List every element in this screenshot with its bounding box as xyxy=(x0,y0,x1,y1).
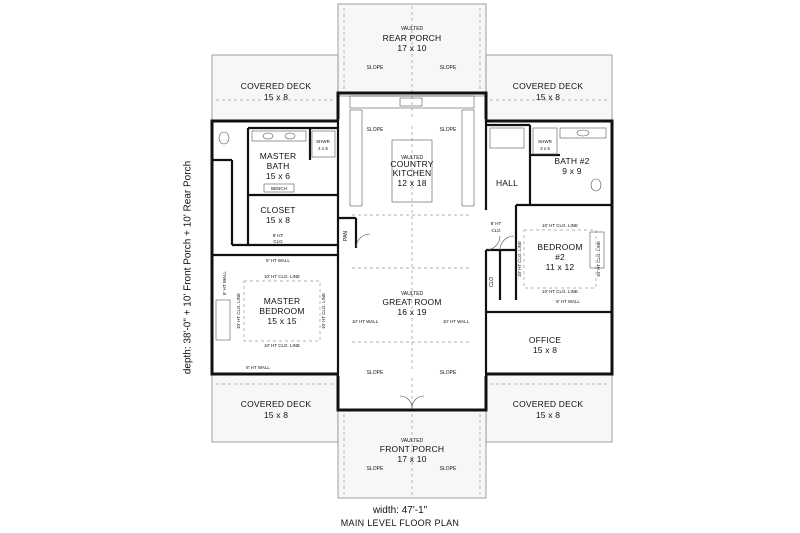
annotations: SLOPE SLOPE SLOPE SLOPE SLOPE SLOPE SLOP… xyxy=(222,65,601,472)
slope-label: SLOPE xyxy=(440,466,457,472)
clg-8-hall-l1: 8' HT xyxy=(491,221,502,226)
covered-deck-ne-name: COVERED DECK xyxy=(513,81,584,91)
exterior-decks xyxy=(211,3,613,499)
great-room-name: GREAT ROOM xyxy=(382,297,441,307)
covered-deck-sw-dims: 15 x 8 xyxy=(264,410,288,420)
office-dims: 15 x 8 xyxy=(533,345,557,355)
slope-label: SLOPE xyxy=(367,466,384,472)
hall-name: HALL xyxy=(496,178,518,188)
clg-8-master-l2: CLG xyxy=(273,239,283,244)
closet-clo-label: CLO xyxy=(489,277,495,287)
great-room-vaulted: VAULTED xyxy=(401,291,424,297)
exterior-walls xyxy=(210,91,614,412)
front-porch-vaulted: VAULTED xyxy=(401,438,424,444)
covered-deck-sw-name: COVERED DECK xyxy=(241,399,312,409)
slope-label: SLOPE xyxy=(440,370,457,376)
master-toilet xyxy=(218,131,230,145)
master-shower-dims: 4 x 6 xyxy=(318,146,328,151)
slope-label: SLOPE xyxy=(367,127,384,133)
clg-10-master-left: 10' HT CLG. LINE xyxy=(236,293,241,329)
bench-label: BENCH xyxy=(271,186,287,191)
covered-deck-ne-area xyxy=(485,54,613,122)
front-porch-area xyxy=(337,409,487,499)
clg-10-bed2-bottom: 10' HT CLG. LINE xyxy=(542,289,578,294)
clg-10-bed2-left: 10' HT CLG. LINE xyxy=(517,241,522,277)
clg-10-master-top: 10' HT CLG. LINE xyxy=(264,274,300,279)
plan-title: MAIN LEVEL FLOOR PLAN xyxy=(340,518,460,528)
master-bath-line2: BATH xyxy=(267,161,290,171)
covered-deck-se-dims: 15 x 8 xyxy=(536,410,560,420)
bath2-shower xyxy=(532,127,558,155)
covered-deck-nw-name: COVERED DECK xyxy=(241,81,312,91)
bedroom2-dims: 11 x 12 xyxy=(546,262,575,272)
great-room-dims: 16 x 19 xyxy=(397,307,426,317)
bath2-shower-label: SHWR xyxy=(538,139,552,144)
front-porch-dims: 17 x 10 xyxy=(397,454,426,464)
bath2-shower-dims: 3 x 5 xyxy=(540,146,550,151)
wall-10-gr-right: 10' HT WALL xyxy=(443,319,470,324)
bath2-dims: 9 x 9 xyxy=(562,166,582,176)
interior-walls xyxy=(212,93,612,374)
master-bedroom-line1: MASTER xyxy=(264,296,301,306)
kitchen-line3: KITCHEN xyxy=(393,168,432,178)
kitchen-sink xyxy=(399,97,423,107)
front-porch-name: FRONT PORCH xyxy=(380,444,444,454)
master-shower xyxy=(311,130,336,158)
kitchen-vaulted: VAULTED xyxy=(401,155,424,161)
clg-10-master-bottom: 10' HT CLG. LINE xyxy=(264,343,300,348)
office-name: OFFICE xyxy=(529,335,561,345)
room-labels: VAULTED REAR PORCH 17 x 10 COVERED DECK … xyxy=(241,26,590,464)
bedroom2-num: #2 xyxy=(555,252,565,262)
master-bath-line1: MASTER xyxy=(260,151,297,161)
clg-10-master-right: 10' HT CLG. LINE xyxy=(321,293,326,329)
width-dimension: width: 47'-1" xyxy=(372,505,428,516)
clg-10-bed2-right: 10' HT CLG. LINE xyxy=(596,241,601,277)
covered-deck-se-area xyxy=(485,373,613,443)
covered-deck-sw-area xyxy=(211,373,339,443)
master-bedroom-line2: BEDROOM xyxy=(259,306,304,316)
slope-label: SLOPE xyxy=(367,65,384,71)
wall-8-master-left: 8' HT WALL xyxy=(222,271,227,295)
kitchen-dims: 12 x 18 xyxy=(397,178,426,188)
covered-deck-ne-dims: 15 x 8 xyxy=(536,92,560,102)
rear-porch-dims: 17 x 10 xyxy=(397,43,426,53)
covered-deck-nw-dims: 15 x 8 xyxy=(264,92,288,102)
covered-deck-se-name: COVERED DECK xyxy=(513,399,584,409)
clg-10-bed2-top: 10' HT CLG. LINE xyxy=(542,223,578,228)
master-bath-dims: 15 x 6 xyxy=(266,171,290,181)
slope-label: SLOPE xyxy=(440,127,457,133)
wall-10-gr-left: 10' HT WALL xyxy=(352,319,379,324)
kitchen-island xyxy=(391,139,433,203)
ceiling-lines xyxy=(243,229,597,342)
closet-name: CLOSET xyxy=(260,205,295,215)
wall-8-bed2: 8' HT WALL xyxy=(556,299,580,304)
rear-porch-name: REAR PORCH xyxy=(383,33,442,43)
bath2-name: BATH #2 xyxy=(554,156,589,166)
master-shower-label: SHWR xyxy=(316,139,330,144)
bath2-vanity xyxy=(559,127,607,139)
clg-8-hall-l2: CLG xyxy=(491,228,501,233)
closet-dims: 15 x 8 xyxy=(266,215,290,225)
slope-label: SLOPE xyxy=(440,65,457,71)
depth-dimension: depth: 38'-0" + 10' Front Porch + 10' Re… xyxy=(182,160,194,375)
wall-8-master-bottom: 8' HT WALL xyxy=(246,365,270,370)
wall-8-master-top: 8' HT WALL xyxy=(266,258,290,263)
porch-dashed-lines xyxy=(216,6,608,496)
fixtures xyxy=(215,95,607,409)
clg-8-master-l1: 8' HT xyxy=(273,233,284,238)
master-vanity xyxy=(251,130,307,142)
pantry-label: PAN xyxy=(343,231,349,241)
bedroom2-name: BEDROOM xyxy=(537,242,582,252)
covered-deck-nw-area xyxy=(211,54,339,122)
slope-label: SLOPE xyxy=(367,370,384,376)
master-bedroom-dims: 15 x 15 xyxy=(267,316,296,326)
bath2-toilet xyxy=(590,178,602,192)
kitchen-line2: COUNTRY xyxy=(390,159,433,169)
rear-porch-vaulted: VAULTED xyxy=(401,26,424,32)
